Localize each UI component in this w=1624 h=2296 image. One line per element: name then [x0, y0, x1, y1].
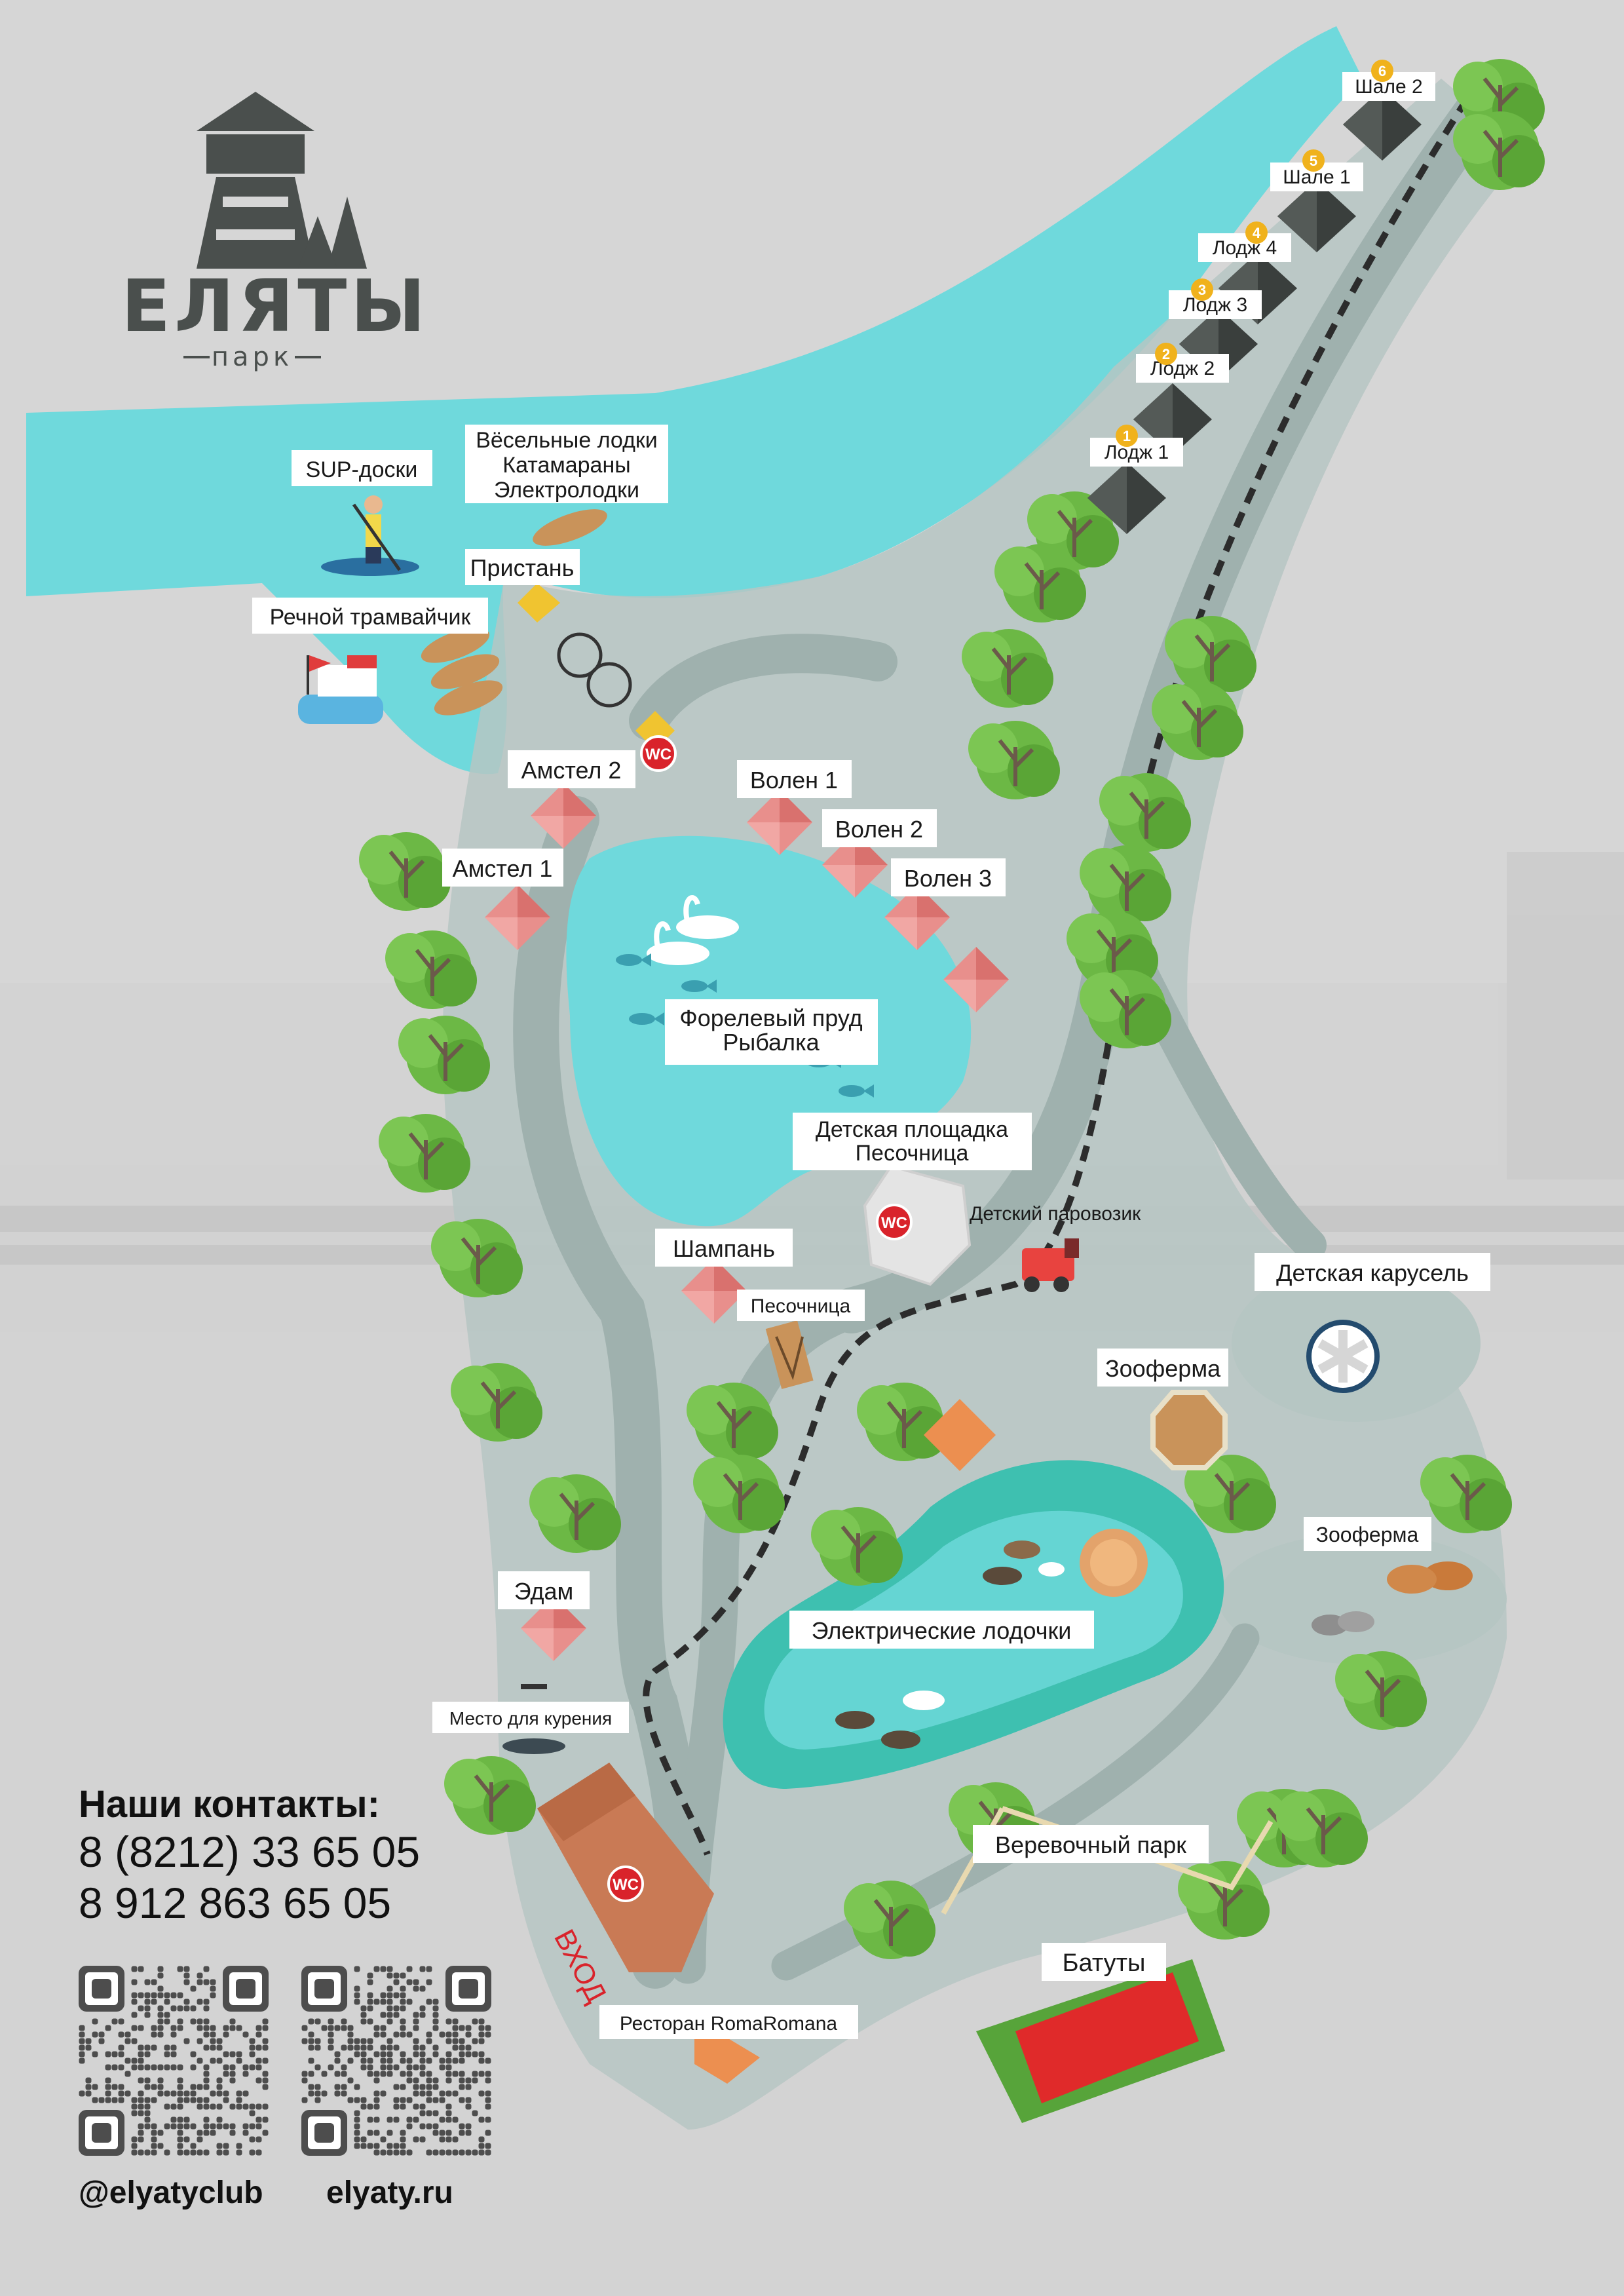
qr-website-block: elyaty.ru	[301, 1966, 498, 2211]
river	[26, 26, 1363, 775]
lodge-label: Лодж 1	[1105, 442, 1169, 463]
umbrella-icon	[557, 632, 632, 708]
label-boats-3: Электролодки	[494, 478, 639, 503]
kids-train-track	[643, 96, 1471, 1856]
contacts-block: Наши контакты: 8 (8212) 33 65 05 8 912 8…	[79, 1782, 576, 1928]
orange-pavilion	[924, 1399, 996, 1471]
wc-label: WC	[645, 746, 671, 763]
wc-label: WC	[881, 1214, 907, 1232]
lodge-number-badge	[1245, 221, 1268, 244]
farm-animals-icon	[1312, 1561, 1473, 1636]
label-volen3: Волен 3	[904, 865, 992, 892]
logo-subtitle: парк	[212, 342, 293, 372]
smoking-area-icon	[502, 1684, 565, 1754]
moored-boats-icon	[421, 628, 503, 716]
trampolines-area	[976, 1959, 1225, 2123]
kids-train-icon	[1022, 1238, 1079, 1292]
gazebo-icon	[1080, 1529, 1148, 1597]
ducks-icon	[835, 1540, 1065, 1749]
lodge-number: 5	[1310, 153, 1317, 169]
logo: ЕЛЯТЫ парк	[121, 92, 429, 372]
qr-instagram-block: @elyatyclub	[79, 1966, 275, 2211]
lodge-number: 6	[1378, 63, 1386, 79]
qr-code-icon[interactable]	[79, 1966, 269, 2156]
wc-badge: WC	[876, 1204, 913, 1240]
label-boats-2: Катамараны	[502, 453, 630, 478]
sandbox-icon	[765, 1320, 814, 1389]
logo-name: ЕЛЯТЫ	[121, 264, 429, 348]
lodge-number: 2	[1162, 346, 1170, 362]
label-kids-train: Детский паровозик	[970, 1203, 1141, 1225]
label-sandbox: Песочница	[751, 1295, 851, 1317]
place-labels: SUP-доски Вёсельные лодки Катамараны Эле…	[252, 425, 1490, 2039]
label-volen1: Волен 1	[750, 767, 838, 794]
contacts-title: Наши контакты:	[79, 1783, 380, 1826]
label-boats-1: Вёсельные лодки	[476, 428, 658, 453]
carousel-icon	[1306, 1320, 1380, 1393]
lodge-number-badge	[1155, 343, 1177, 365]
website-link[interactable]: elyaty.ru	[326, 2175, 453, 2210]
label-playground-2: Песочница	[856, 1141, 969, 1166]
qr-code-icon[interactable]	[301, 1966, 491, 2156]
label-volen2: Волен 2	[835, 816, 923, 843]
rowboat-icon	[533, 509, 607, 546]
label-amstel1: Амстел 1	[453, 855, 553, 882]
lodge-label: Лодж 4	[1213, 237, 1277, 259]
lodge-number-badge	[1302, 149, 1325, 172]
swans-icon	[647, 895, 739, 965]
sup-board-icon	[321, 495, 419, 576]
zoo-pavilion	[1150, 1390, 1228, 1470]
label-zoo-right: Зооферма	[1316, 1523, 1419, 1546]
lodge-number: 4	[1253, 225, 1261, 241]
label-river-tram: Речной трамвайчик	[270, 605, 472, 630]
zoo-lawn	[1218, 1533, 1507, 1664]
label-rope-park: Веревочный парк	[995, 1831, 1186, 1858]
label-amstel2: Амстел 2	[521, 757, 622, 784]
label-sup: SUP-доски	[306, 457, 418, 482]
wc-label: WC	[613, 1876, 639, 1894]
phone-2[interactable]: 8 912 863 65 05	[79, 1879, 392, 1927]
label-restaurant: Ресторан RomaRomana	[620, 2013, 837, 2035]
phone-1[interactable]: 8 (8212) 33 65 05	[79, 1827, 421, 1876]
lodge-number-badge	[1116, 425, 1138, 447]
label-edam: Эдам	[514, 1578, 573, 1605]
pier-icon	[518, 583, 560, 622]
wc-badge: WC	[640, 735, 677, 772]
label-trout-pond-1: Форелевый пруд	[679, 1004, 862, 1031]
label-champagne: Шампань	[673, 1235, 775, 1262]
lodge-number-badge	[1191, 278, 1213, 301]
label-zoo-top: Зооферма	[1105, 1355, 1221, 1382]
label-pier: Пристань	[470, 554, 575, 581]
lodge-number-badge	[1371, 60, 1393, 82]
playground-icon	[863, 1164, 972, 1286]
label-electric-boats: Электрические лодочки	[812, 1617, 1072, 1644]
label-trout-pond-2: Рыбалка	[723, 1029, 820, 1056]
river-tram-icon	[298, 655, 383, 724]
instagram-handle[interactable]: @elyatyclub	[79, 2175, 263, 2210]
wc-badge: WC	[607, 1866, 644, 1902]
lodge-number: 1	[1123, 428, 1131, 444]
label-trampolines: Батуты	[1063, 1949, 1146, 1977]
lodge-number: 3	[1198, 282, 1206, 298]
label-smoking: Место для курения	[449, 1708, 612, 1729]
label-carousel: Детская карусель	[1276, 1259, 1469, 1286]
label-playground-1: Детская площадка	[816, 1117, 1008, 1142]
lodge-label: Лодж 3	[1183, 294, 1247, 316]
